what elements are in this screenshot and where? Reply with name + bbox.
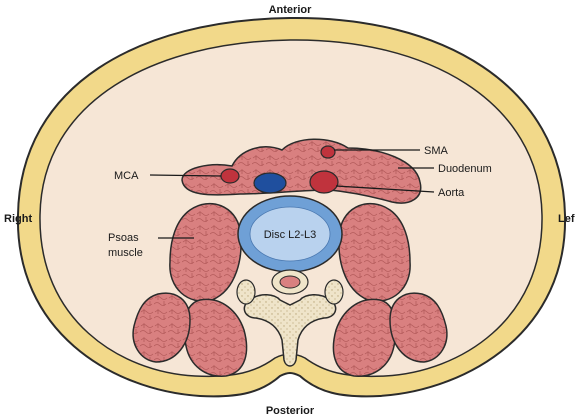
label-left: Lef — [558, 213, 575, 225]
aorta-vessel — [310, 171, 338, 193]
sma-vessel — [321, 146, 335, 158]
label-aorta: Aorta — [438, 187, 465, 199]
facet-joint-right — [237, 280, 255, 304]
label-posterior: Posterior — [266, 405, 315, 417]
label-right: Right — [4, 213, 32, 225]
mca-vessel — [221, 169, 239, 183]
label-psoas-line1: Psoas — [108, 232, 139, 244]
label-mca: MCA — [114, 170, 139, 182]
label-duodenum: Duodenum — [438, 163, 492, 175]
label-psoas-line2: muscle — [108, 247, 143, 259]
label-anterior: Anterior — [269, 4, 313, 16]
ivc-vessel — [254, 173, 286, 193]
label-sma: SMA — [424, 145, 449, 157]
label-disc: Disc L2-L3 — [264, 229, 317, 241]
facet-joint-left — [325, 280, 343, 304]
spinal-cord — [280, 276, 300, 288]
